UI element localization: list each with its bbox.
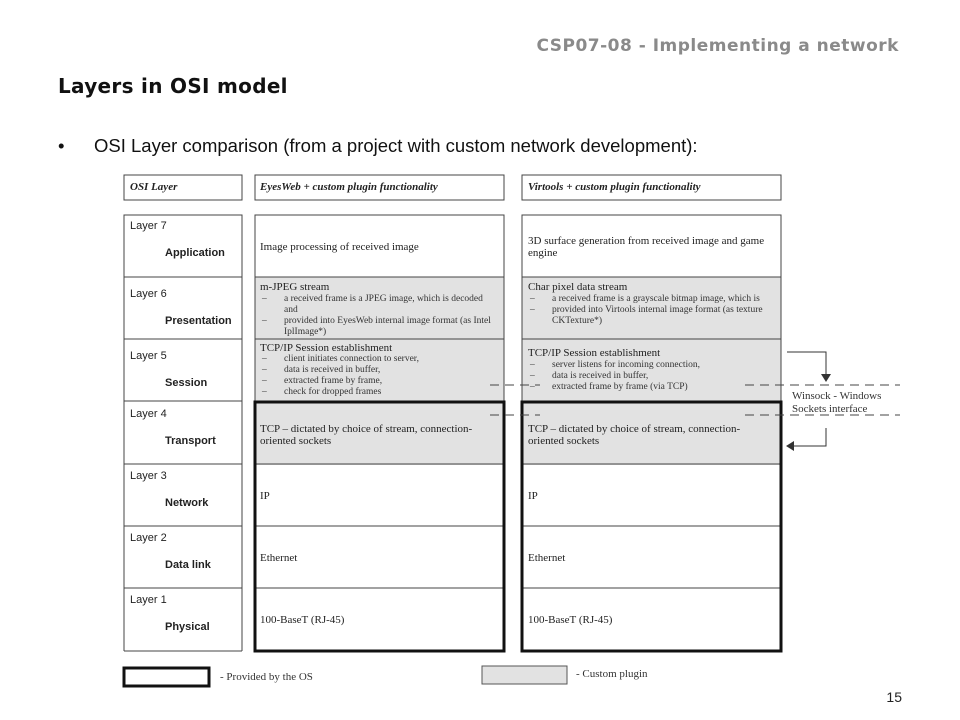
virtools-l6-item: a received frame is a grayscale bitmap i… [552,294,760,304]
virtools-l5-list: –server listens for incoming connection,… [530,360,701,392]
virtools-l7: 3D surface generation from received imag… [528,235,765,259]
virtools-l6-item: provided into Virtools internal image fo… [552,305,763,326]
eyesweb-plugin-fill [255,277,504,465]
header-virtools: Virtools + custom plugin functionality [528,181,701,193]
bullet-mark: • [58,135,65,156]
virtools-l4: TCP – dictated by choice of stream, conn… [528,423,741,447]
virtools-plugin-fill [522,277,781,465]
layer-5-name: Session [165,377,208,389]
arrow-left-icon [786,441,794,451]
virtools-os-box [520,400,783,653]
winsock-dashed-lines [490,384,900,416]
eyesweb-l5-item: extracted frame by frame, [284,376,383,386]
legend-os-swatch [122,666,211,688]
layer-7-label: Layer 7 [130,220,167,232]
virtools-l3: IP [528,490,538,502]
eyesweb-l5-title: TCP/IP Session establishment [260,342,393,354]
eyesweb-l2: Ethernet [260,552,298,564]
eyesweb-l5-item: client initiates connection to server, [284,354,419,364]
virtools-l2: Ethernet [528,552,566,564]
layer-7-name: Application [165,247,225,259]
eyesweb-l7: Image processing of received image [260,241,419,253]
layer-1-name: Physical [165,621,210,633]
slide-title: Layers in OSI model [58,74,288,98]
eyesweb-l6-title: m-JPEG stream [260,281,330,293]
winsock-arrows [787,351,827,447]
winsock-label: Winsock - Windows Sockets interface [792,390,881,416]
page-number: 15 [886,689,902,705]
osi-column [123,174,243,652]
eyesweb-l6-list: –a received frame is a JPEG image, which… [262,294,500,338]
bullet-item: • OSI Layer comparison (from a project wi… [58,135,698,157]
course-title: CSP07-08 - Implementing a network [536,36,899,56]
virtools-l1: 100-BaseT (RJ-45) [528,614,613,626]
eyesweb-l5-item: check for dropped frames [284,387,382,397]
layer-1-label: Layer 1 [130,594,167,606]
layer-2-label: Layer 2 [130,532,167,544]
winsock-line-1: Winsock - Windows [792,390,882,402]
layer-6-label: Layer 6 [130,288,167,300]
layer-3-name: Network [165,497,209,509]
virtools-l5-item: server listens for incoming connection, [552,360,701,370]
legend-plugin-label: - Custom plugin [576,668,648,680]
eyesweb-l6-item: a received frame is a JPEG image, which … [284,294,483,315]
layer-2-name: Data link [165,559,211,571]
arrow-down-icon [821,374,831,382]
eyesweb-l1: 100-BaseT (RJ-45) [260,614,345,626]
layer-4-label: Layer 4 [130,408,167,420]
layer-3-label: Layer 3 [130,470,167,482]
layer-6-name: Presentation [165,315,232,327]
virtools-l6-title: Char pixel data stream [528,281,628,293]
eyesweb-l4: TCP – dictated by choice of stream, conn… [260,423,473,447]
legend-os-label: - Provided by the OS [220,671,313,683]
header-eyesweb: EyesWeb + custom plugin functionality [260,181,438,193]
virtools-l6-list: –a received frame is a grayscale bitmap … [530,294,778,327]
virtools-l5-title: TCP/IP Session establishment [528,347,661,359]
eyesweb-l5-list: –client initiates connection to server, … [262,354,419,397]
header-osi-layer: OSI Layer [130,181,178,193]
layer-5-label: Layer 5 [130,350,167,362]
virtools-l5-item: extracted frame by frame (via TCP) [552,382,688,392]
layer-4-name: Transport [165,435,216,447]
virtools-l5-item: data is received in buffer, [552,371,649,381]
eyesweb-l5-item: data is received in buffer, [284,365,381,375]
eyesweb-l3: IP [260,490,270,502]
legend-plugin-swatch [481,665,568,685]
winsock-line-2: Sockets interface [792,403,868,415]
eyesweb-l6-item: provided into EyesWeb internal image for… [284,316,491,337]
bullet-text: OSI Layer comparison (from a project wit… [94,135,698,156]
eyesweb-os-box [253,400,506,653]
